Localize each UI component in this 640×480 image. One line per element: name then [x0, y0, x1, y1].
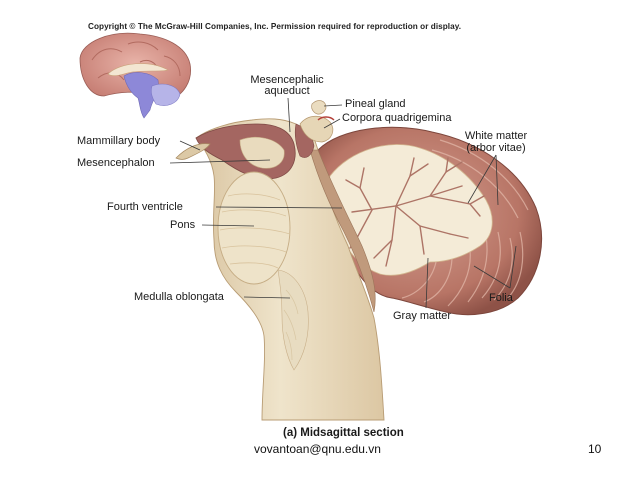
label-white-matter-line2: (arbor vitae) [466, 142, 526, 154]
leader-pons [201, 224, 255, 227]
leader-white-matter-a [467, 154, 497, 204]
thumbnail-cerebellum [150, 83, 181, 106]
leader-fourth-ventricle [215, 206, 343, 209]
leader-mesencephalic-aqueduct [287, 97, 291, 133]
label-pons: Pons [170, 219, 196, 231]
medulla-oblongata [277, 269, 309, 371]
label-gray-matter: Gray matter [393, 310, 452, 322]
label-mesencephalic-aqueduct-line1: Mesencephalic [250, 74, 324, 86]
label-corpora-quadrigemina: Corpora quadrigemina [342, 112, 452, 124]
label-mesencephalon: Mesencephalon [77, 157, 155, 169]
figure-caption: (a) Midsagittal section [283, 427, 404, 439]
thumbnail-corpus-callosum [107, 63, 169, 76]
label-pineal-gland: Pineal gland [345, 98, 406, 110]
leader-corpora-quadrigemina [323, 118, 341, 129]
label-folia: Folia [489, 292, 513, 304]
thumbnail-brain [79, 32, 191, 119]
label-fourth-ventricle: Fourth ventricle [107, 201, 183, 213]
copyright-notice: Copyright © The McGraw-Hill Companies, I… [88, 22, 462, 31]
thumbnail-gyri [91, 41, 181, 81]
corpora-quadrigemina [299, 115, 334, 143]
leader-mammillary-body [179, 140, 201, 151]
folia-stripes [401, 139, 529, 307]
footer-email: vovantoan@qnu.edu.vn [254, 442, 381, 456]
label-mammillary-body: Mammillary body [77, 135, 161, 147]
brainstem [175, 100, 385, 421]
leader-medulla-oblongata [243, 296, 291, 299]
label-medulla-oblongata: Medulla oblongata [134, 291, 224, 303]
pineal-gland [311, 100, 327, 115]
leader-gray-matter [425, 257, 429, 309]
pons-striations [219, 193, 291, 269]
label-white-matter-line1: White matter [464, 130, 528, 142]
medulla-striations [283, 289, 299, 361]
leader-folia-b [509, 245, 517, 289]
leader-lines [169, 97, 517, 309]
leader-white-matter-b [495, 154, 499, 206]
leader-pineal-gland [323, 104, 343, 107]
leader-folia-a [473, 265, 511, 289]
fourth-ventricle [309, 149, 376, 313]
footer-page-number: 10 [588, 442, 602, 456]
label-mesencephalic-aqueduct-line2: aqueduct [264, 85, 310, 97]
leader-mesencephalon [169, 159, 271, 164]
thumbnail-brainstem [123, 72, 159, 119]
pineal-stalk-red [317, 116, 335, 121]
